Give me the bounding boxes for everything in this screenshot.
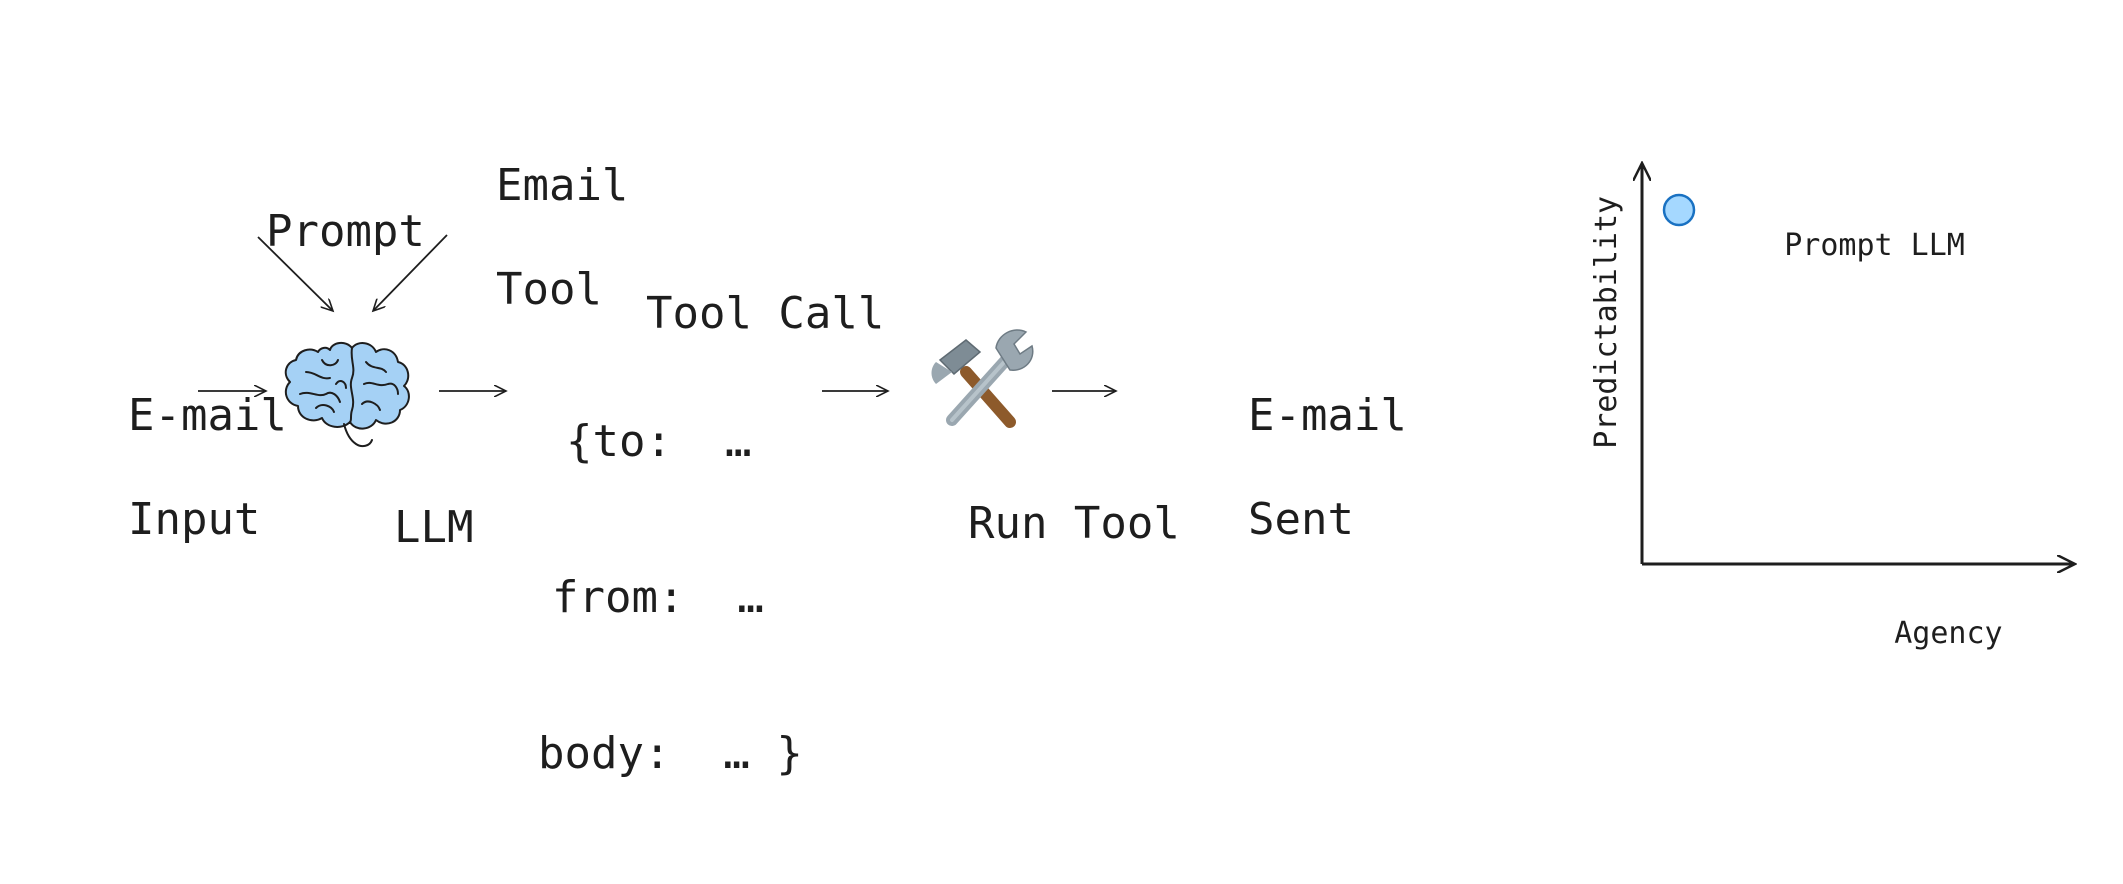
tool-call-line-from: from: … xyxy=(552,572,764,623)
tool-call-title-text: Tool Call xyxy=(645,288,885,339)
y-axis-label-text: Predictability xyxy=(1589,195,1624,449)
brain-icon xyxy=(284,342,410,448)
y-axis-label: Predictability xyxy=(1553,196,1661,521)
tool-call-payload: {to: … from: … body: … } xyxy=(538,312,803,884)
tool-call-line-to: {to: … xyxy=(566,416,752,467)
prompt-label: Prompt xyxy=(160,154,425,310)
point-label: Prompt LLM xyxy=(1712,192,1965,300)
prompt-text: Prompt xyxy=(265,206,425,257)
email-tool-line1: Email xyxy=(495,160,629,211)
llm-label: LLM xyxy=(288,450,473,606)
hammer-wrench-icon xyxy=(931,329,1034,428)
email-sent-line2: Sent xyxy=(1247,494,1354,545)
diagram-canvas: Prompt Email Tool E-mail Input LLM Tool … xyxy=(22,0,2123,779)
arrow-tool-to-llm xyxy=(373,234,448,311)
email-tool-line2: Tool xyxy=(495,264,602,315)
run-tool-text: Run Tool xyxy=(967,498,1180,549)
tool-call-line-body: body: … } xyxy=(538,728,803,779)
arrow-prompt-to-llm xyxy=(257,236,333,311)
llm-text: LLM xyxy=(393,502,474,553)
email-sent-label: E-mail Sent xyxy=(1142,338,1407,598)
x-axis-label-text: Agency xyxy=(1894,616,2003,651)
run-tool-label: Run Tool xyxy=(862,446,1180,602)
prompt-llm-point xyxy=(1662,193,1696,227)
email-input-label: E-mail Input xyxy=(22,338,287,598)
email-tool-label: Email Tool xyxy=(390,108,628,368)
x-axis-label: Agency xyxy=(1822,580,2002,688)
point-label-text: Prompt LLM xyxy=(1784,228,1965,263)
email-sent-line1: E-mail xyxy=(1247,390,1407,441)
email-input-line1: E-mail xyxy=(127,390,287,441)
diagram-graphics xyxy=(198,0,2123,661)
tool-call-title: Tool Call xyxy=(540,236,884,392)
email-input-line2: Input xyxy=(127,494,261,545)
